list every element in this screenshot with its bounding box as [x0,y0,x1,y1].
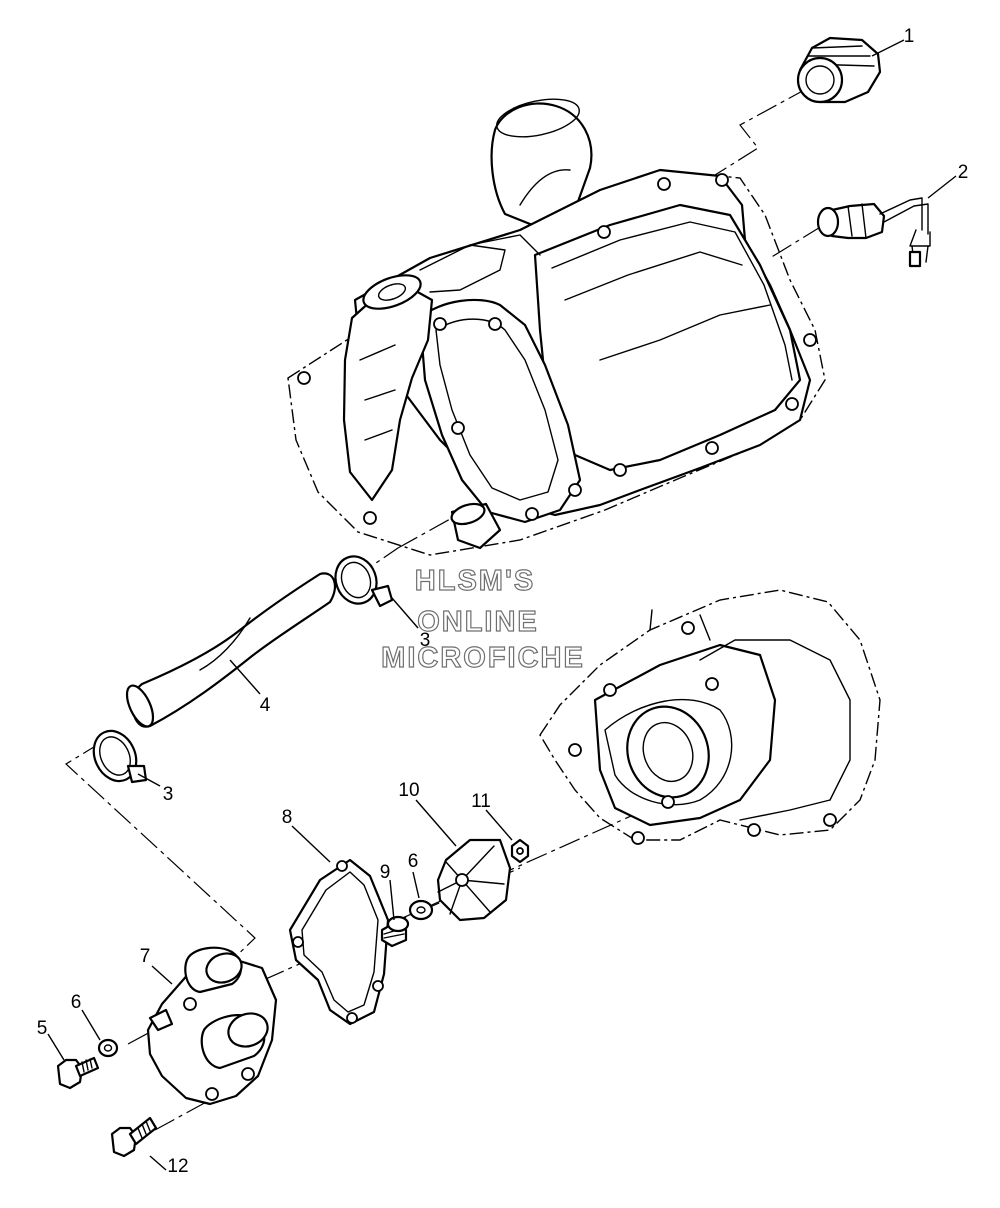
coolant-hose [125,572,337,728]
washer-lower [97,1038,119,1058]
watermark-line-3: MICROFICHE [381,642,585,674]
cylinder-head-assembly [287,98,826,556]
callout-4: 4 [260,695,271,716]
callout-2: 2 [958,162,969,183]
callout-12: 12 [167,1156,188,1177]
callout-9: 9 [380,862,391,883]
crankcase-assembly [539,589,881,845]
water-pump-housing [146,946,278,1106]
impeller-nut [510,838,530,864]
callout-5: 5 [37,1018,48,1039]
callout-6-upper: 6 [408,851,419,872]
watermark: HLSM'S ONLINE MICROFICHE [381,564,585,674]
callout-7: 7 [140,946,151,967]
hose-clamp-lower [92,729,148,784]
pump-cover-gasket [288,858,390,1026]
thermostat-cap [796,36,882,104]
temperature-sensor [816,197,931,268]
callout-3-upper: 3 [420,630,431,651]
callout-1: 1 [904,26,915,47]
callout-11: 11 [471,791,491,812]
watermark-line-1: HLSM'S [415,565,535,597]
callout-3-lower: 3 [163,784,174,805]
hose-clamp-upper [334,555,394,608]
watermark-line-2: ONLINE [417,606,539,638]
callout-10: 10 [398,780,419,801]
impeller [436,838,512,922]
bolt-short [56,1056,100,1090]
bolt-long [110,1116,158,1158]
mechanical-seal [380,915,410,948]
callout-8: 8 [282,807,293,828]
washer-upper [408,899,434,921]
leader-lines [47,39,957,1171]
callout-6-lower: 6 [71,992,82,1013]
callout-numbers: 1 2 3 3 4 5 6 6 7 8 9 10 11 12 [37,26,969,1177]
